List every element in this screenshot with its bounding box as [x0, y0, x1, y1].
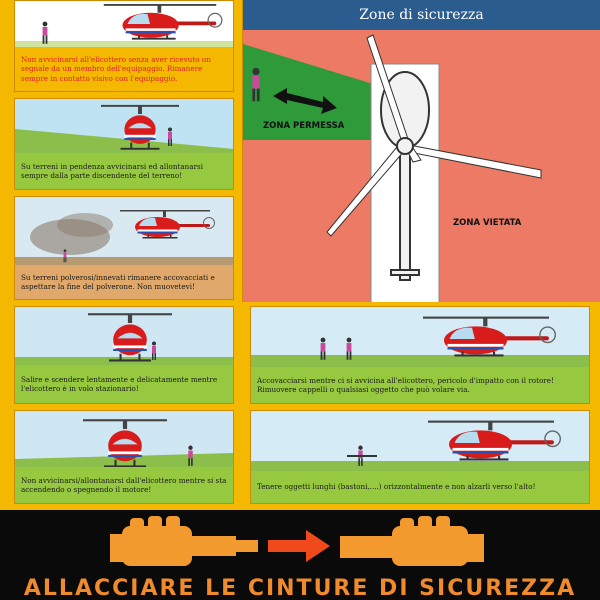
buckle-hand-icon: [110, 516, 258, 566]
panel-caption: Non avvicinarsi/allontanarsi dall'elicot…: [15, 467, 233, 503]
panel-approach-signal: Non avvicinarsi all'elicottero senza ave…: [14, 0, 234, 92]
panel-scene: [15, 411, 233, 469]
panel-caption: Su terreni in pendenza avvicinarsi ed al…: [15, 153, 233, 189]
zone-title: Zone di sicurezza: [243, 0, 600, 30]
allowed-zone-label: ZONA PERMESSA: [263, 121, 345, 131]
buckle-hand-icon: [340, 516, 484, 566]
seatbelt-graphic: [110, 516, 484, 566]
panel-caption: Non avvicinarsi all'elicottero senza ave…: [15, 47, 233, 91]
panel-scene: [15, 99, 233, 153]
forbidden-zone-label: ZONA VIETATA: [453, 218, 522, 228]
seatbelt-banner: [0, 510, 600, 600]
panel-slope: Su terreni in pendenza avvicinarsi ed al…: [14, 98, 234, 190]
panel-caption: Su terreni polverosi/innevati rimanere a…: [15, 265, 233, 299]
panel-scene: [15, 1, 233, 49]
arrow-right-icon: [268, 530, 330, 562]
double-arrow-icon: [273, 88, 337, 114]
allowed-zone: [243, 44, 373, 140]
seatbelt-text: ALLACCIARE LE CINTURE DI SICUREZZA: [23, 576, 577, 600]
panel-crouch: Accovacciarsi mentre ci si avvicina all'…: [250, 306, 590, 404]
panel-scene: [15, 197, 233, 267]
panel-engine: Non avvicinarsi/allontanarsi dall'elicot…: [14, 410, 234, 504]
helicopter-top-icon: [380, 71, 430, 281]
panel-long-objects: Tenere oggetti lunghi (bastoni,....) ori…: [250, 410, 590, 504]
panel-scene: [251, 411, 589, 473]
panel-dust: Su terreni polverosi/innevati rimanere a…: [14, 196, 234, 300]
stick-icon: [347, 455, 377, 457]
panel-caption: Tenere oggetti lunghi (bastoni,....) ori…: [251, 471, 589, 503]
zone-map: [243, 34, 542, 302]
safety-zone-diagram: Zone di sicurezza ZONA PERMESSA ZONA VIE…: [242, 0, 600, 302]
panel-scene: [251, 307, 589, 369]
panel-caption: Accovacciarsi mentre ci si avvicina all'…: [251, 367, 589, 403]
panel-scene: [15, 307, 233, 367]
rotor-hub-icon: [396, 137, 414, 155]
panel-caption: Salire e scendere lentamente e delicatam…: [15, 365, 233, 403]
panel-hover: Salire e scendere lentamente e delicatam…: [14, 306, 234, 404]
